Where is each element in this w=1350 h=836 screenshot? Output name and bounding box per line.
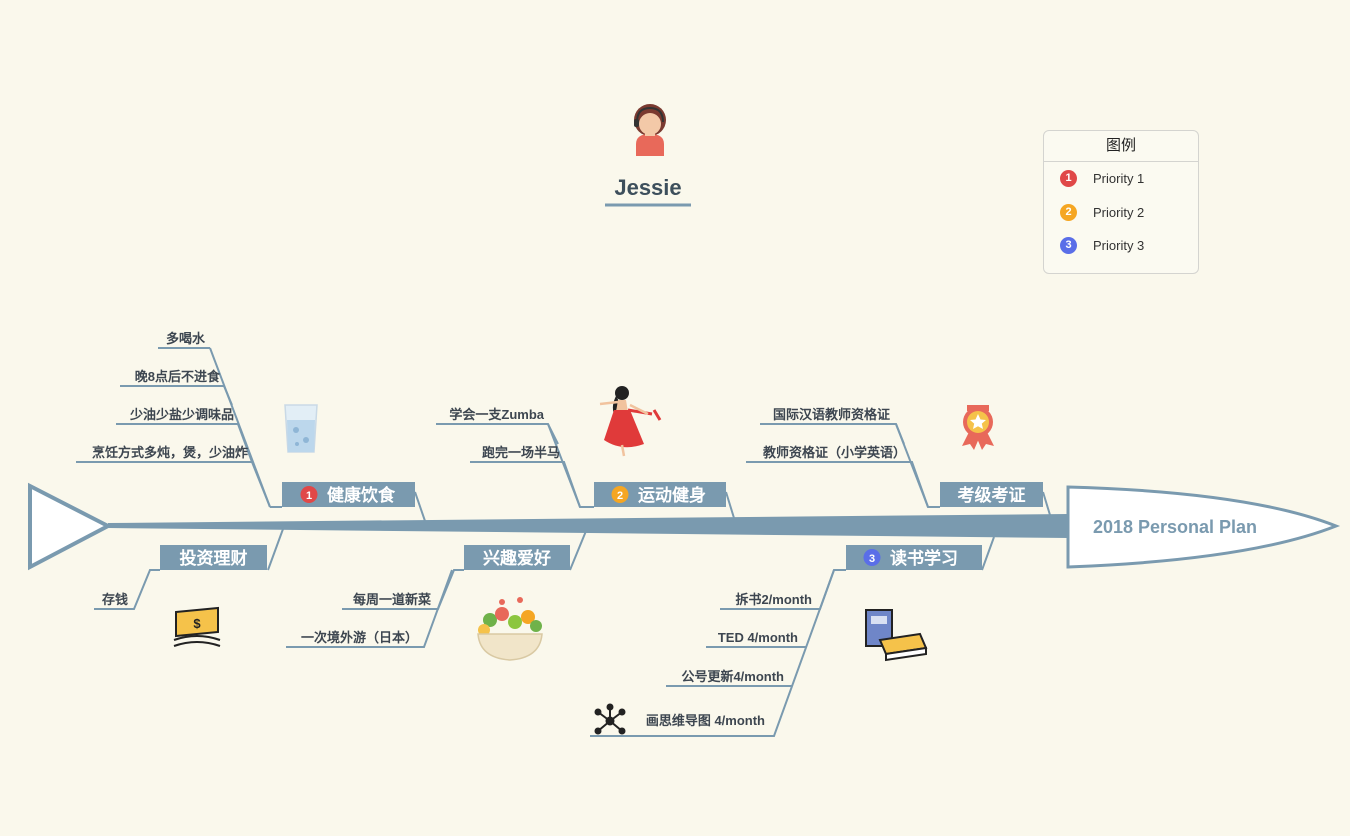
- bone-certificate: [1042, 491, 1051, 516]
- category-label: 投资理财: [180, 548, 248, 568]
- item-reading-3[interactable]: 公号更新4/month: [681, 669, 784, 684]
- avatar-icon: [634, 104, 666, 156]
- item-hobby-1[interactable]: 每周一道新菜: [353, 592, 431, 607]
- svg-text:$: $: [193, 616, 201, 631]
- item-finance-1[interactable]: 存钱: [102, 592, 128, 607]
- priority-badge: 3: [869, 553, 875, 565]
- legend-title: 图例: [1044, 131, 1198, 162]
- priority-1-badge: 1: [1060, 170, 1077, 188]
- legend-label: Priority 2: [1093, 204, 1145, 220]
- item-reading-2[interactable]: TED 4/month: [718, 630, 798, 645]
- category-hobby[interactable]: 兴趣爱好: [464, 545, 570, 570]
- bone-reading: [981, 536, 995, 571]
- bone-finance: [267, 528, 284, 571]
- category-label: 兴趣爱好: [483, 548, 551, 568]
- salad-bowl-icon: [477, 597, 543, 661]
- bone-health: [414, 491, 426, 522]
- category-fitness[interactable]: 2 运动健身: [594, 482, 726, 507]
- category-label: 考级考证: [957, 485, 1026, 505]
- category-label: 读书学习: [890, 548, 958, 568]
- priority-3-badge: 3: [1060, 237, 1077, 255]
- bone-hobby: [569, 530, 587, 571]
- mindmap-icon: [594, 703, 626, 735]
- fish-head: [1066, 485, 1341, 569]
- fish-spine: [108, 514, 1068, 538]
- water-glass-icon: [284, 404, 318, 453]
- award-medal-icon: [962, 405, 994, 450]
- item-health-3[interactable]: 少油少盐少调味品: [129, 407, 234, 422]
- category-health[interactable]: 1 健康饮食: [282, 482, 415, 507]
- item-hobby-2[interactable]: 一次境外游（日本）: [301, 630, 418, 645]
- item-health-4[interactable]: 烹饪方式多炖，煲，少油炸: [92, 445, 248, 460]
- item-certificate-1[interactable]: 国际汉语教师资格证: [773, 407, 890, 422]
- item-reading-1[interactable]: 拆书2/month: [735, 592, 812, 607]
- legend-item-priority-3[interactable]: 3 Priority 3: [1044, 229, 1198, 263]
- category-label: 健康饮食: [327, 485, 396, 505]
- bones: [76, 347, 1051, 737]
- category-label: 运动健身: [638, 485, 706, 505]
- dancer-icon: [599, 386, 662, 457]
- legend-panel: 图例 1 Priority 1 2 Priority 2 3 Priority …: [1043, 130, 1199, 274]
- item-reading-4[interactable]: 画思维导图 4/month: [646, 713, 765, 728]
- legend-item-priority-2[interactable]: 2 Priority 2: [1044, 196, 1198, 230]
- item-fitness-1[interactable]: 学会一支Zumba: [449, 407, 544, 422]
- priority-badge: 1: [306, 490, 312, 502]
- bone-fitness: [725, 491, 735, 519]
- head-label[interactable]: 2018 Personal Plan: [1093, 517, 1257, 537]
- priority-badge: 2: [617, 490, 623, 502]
- priority-2-badge: 2: [1060, 203, 1077, 221]
- item-health-1[interactable]: 多喝水: [166, 331, 206, 346]
- books-icon: [865, 609, 928, 662]
- category-certificate[interactable]: 考级考证: [940, 482, 1043, 507]
- money-icon: $: [173, 606, 221, 647]
- page-title[interactable]: Jessie: [614, 175, 681, 200]
- item-fitness-2[interactable]: 跑完一场半马: [482, 445, 560, 460]
- legend-item-priority-1[interactable]: 1 Priority 1: [1044, 162, 1198, 196]
- fish-tail: [28, 482, 113, 571]
- item-certificate-2[interactable]: 教师资格证（小学英语）: [762, 445, 906, 460]
- category-finance[interactable]: 投资理财: [160, 545, 267, 570]
- category-reading[interactable]: 3 读书学习: [846, 545, 982, 570]
- legend-label: Priority 1: [1093, 171, 1145, 187]
- legend-label: Priority 3: [1093, 238, 1145, 254]
- item-health-2[interactable]: 晚8点后不进食: [135, 369, 221, 384]
